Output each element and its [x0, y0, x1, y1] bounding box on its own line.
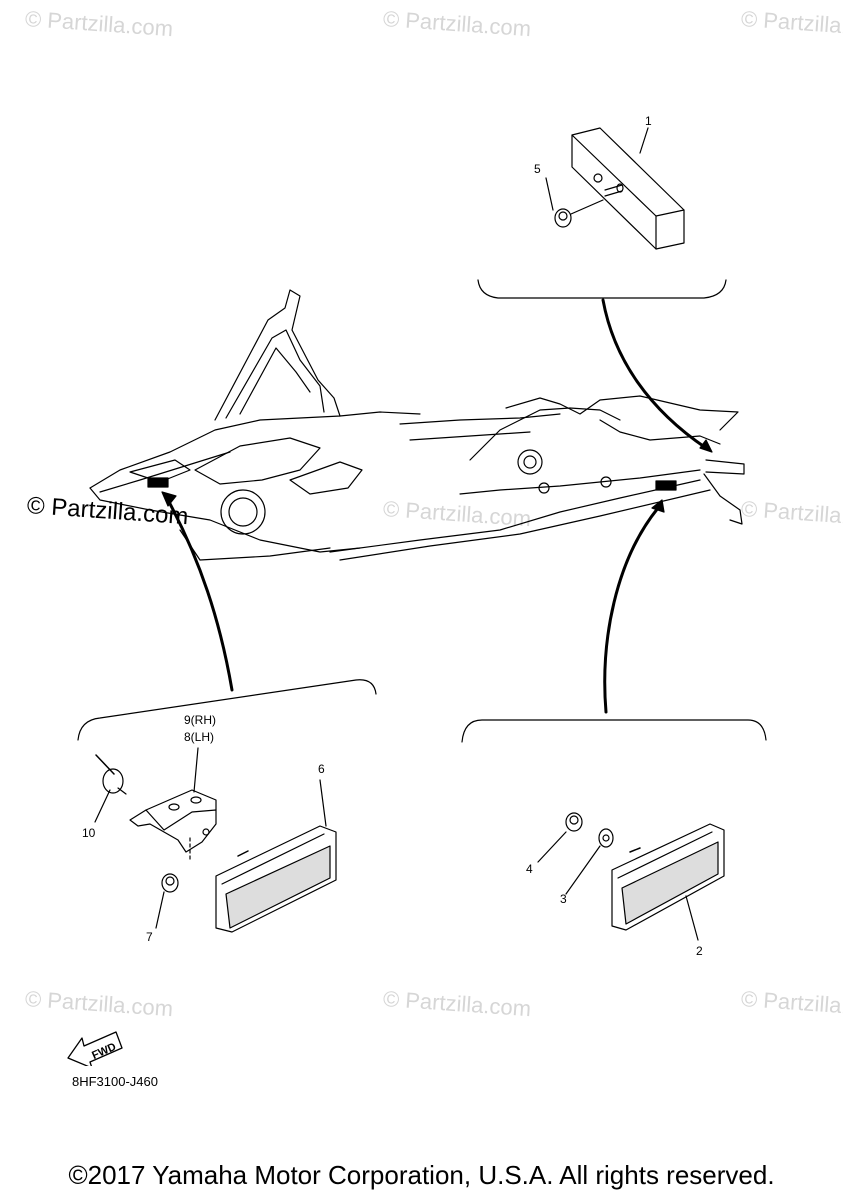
callout-5: 5 [534, 162, 541, 176]
detail-bracket-right [461, 719, 767, 743]
callout-7: 7 [146, 930, 153, 944]
reflector-location-front [147, 477, 169, 488]
fwd-arrow-icon: FWD [67, 1031, 123, 1066]
callout-2: 2 [696, 944, 703, 958]
callout-6: 6 [318, 762, 325, 776]
leader-3 [565, 845, 601, 895]
callout-3: 3 [560, 892, 567, 906]
arrow-top [601, 298, 708, 450]
callout-4: 4 [526, 862, 533, 876]
nut-part-5 [554, 199, 604, 228]
leader-7 [155, 891, 165, 929]
nut-part-7 [161, 873, 179, 893]
arrow-right-head [651, 499, 665, 513]
nut-part-4 [565, 812, 583, 832]
reflector-location-rear [655, 480, 677, 491]
leader-5 [545, 177, 554, 211]
plate-part-1 [571, 127, 685, 250]
reflector-part-2 [611, 823, 725, 931]
washer-part-3 [598, 828, 614, 848]
snowmobile-body [89, 289, 745, 561]
leader-1 [639, 127, 649, 154]
leader-4 [537, 831, 567, 863]
bracket-part-8-9 [129, 789, 217, 861]
arrow-top-head [699, 439, 713, 453]
rivet-part-10 [95, 754, 127, 795]
detail-bracket-top [477, 279, 727, 299]
reflector-part-6 [215, 825, 337, 933]
callout-1: 1 [645, 114, 652, 128]
callout-9: 9(RH) [184, 713, 216, 727]
leader-2 [685, 895, 699, 941]
detail-bracket-left [77, 679, 377, 741]
copyright-notice: ©2017 Yamaha Motor Corporation, U.S.A. A… [68, 1160, 775, 1190]
leader-10 [94, 789, 111, 823]
arrow-left-head [161, 491, 177, 507]
leader-6 [319, 779, 327, 827]
callout-10: 10 [82, 826, 96, 840]
arrow-right [603, 506, 660, 714]
callout-8: 8(LH) [184, 730, 215, 744]
arrow-left [166, 498, 234, 692]
diagram-code: 8HF3100-J460 [72, 1074, 158, 1089]
leader-8-9 [193, 747, 199, 793]
